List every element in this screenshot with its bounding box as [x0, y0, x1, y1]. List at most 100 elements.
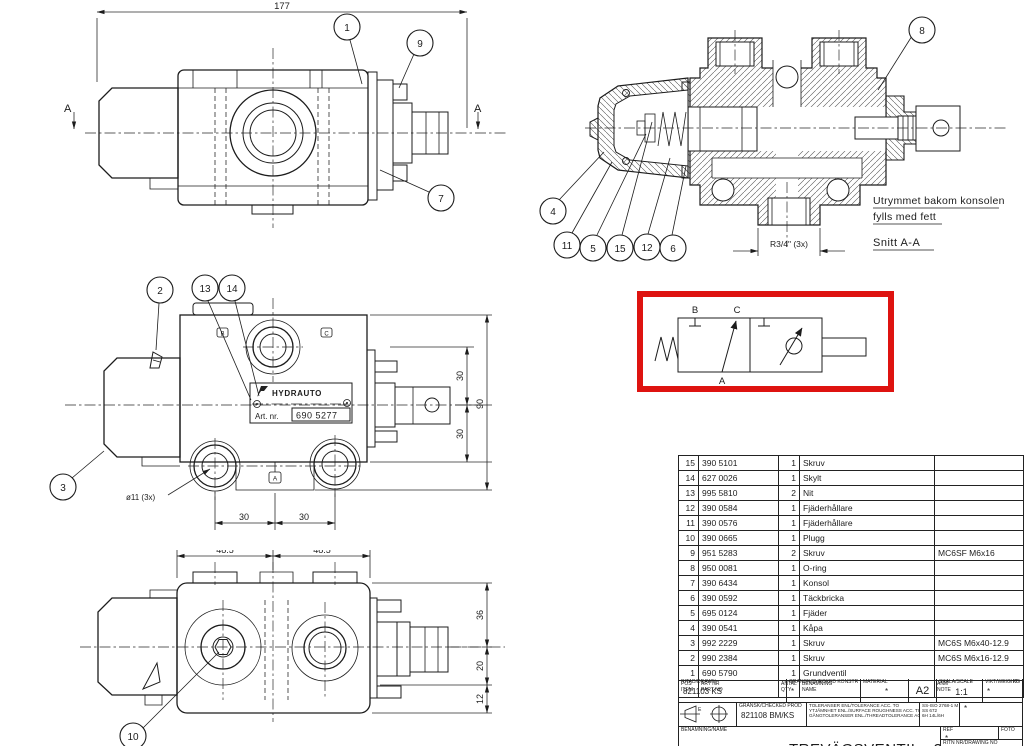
parts-cell-qty: 1	[778, 590, 800, 606]
parts-cell-pos: 11	[678, 515, 699, 531]
parts-cell-qty: 1	[778, 530, 800, 546]
drawing-name-cell: BENÄMNING/NAME TREVÄGSVENTIL 3/2	[679, 727, 941, 746]
grease-note-line1: Utrymmet bakom konsolen	[873, 195, 1005, 207]
parts-cell-pos: 13	[678, 485, 699, 501]
weight-cell: VIKT/WEIGHT KG *	[983, 679, 1022, 703]
hydraulic-schematic: B C A	[654, 305, 867, 386]
scale-cell: SKALA/SCALE 1:1	[937, 679, 983, 703]
svg-text:5: 5	[590, 244, 596, 255]
tolerance-ref-cell: *	[960, 703, 1022, 727]
dim-177: 177	[274, 1, 290, 12]
ref-foto-stack: REF * FOTO RITN NR/DRAWING NO	[941, 727, 1022, 746]
svg-text:14: 14	[226, 284, 238, 295]
dim-485-left: 48.5	[216, 550, 234, 555]
parts-cell-note	[934, 590, 1024, 606]
nameplate-brand: HYDRAUTO	[272, 389, 322, 398]
valve-symbol: B C A	[654, 305, 867, 386]
parts-cell-art: 627 0026	[698, 470, 779, 486]
tolerance-ref-value: *	[964, 704, 968, 713]
drawing-name: TREVÄGSVENTIL 3/2	[789, 741, 940, 746]
format-value: A2	[915, 685, 930, 697]
parts-cell-qty: 1	[778, 560, 800, 576]
parts-cell-art: 390 0584	[698, 500, 779, 516]
parts-cell-qty: 1	[778, 605, 800, 621]
parts-cell-pos: 9	[678, 545, 699, 561]
balloon-1: 1	[333, 13, 361, 41]
material-cell: MATERIAL *	[861, 679, 909, 703]
front-view-nameplate: HYDRAUTO Art. nr. 690 5277	[249, 382, 353, 424]
parts-cell-art: 990 2384	[698, 650, 779, 666]
balloon-9: 9	[406, 29, 434, 57]
parts-cell-pos: 2	[678, 650, 699, 666]
parts-cell-pos: 15	[678, 455, 699, 471]
drawing-no-label: RITN NR/DRAWING NO	[943, 740, 998, 746]
checked-prod-value: 821108 BM/KS	[741, 710, 795, 720]
svg-text:3: 3	[60, 483, 66, 494]
standard-line1: SS-ISO 2768-1 M	[922, 703, 959, 708]
balloon-6: 6	[659, 234, 687, 262]
svg-text:11: 11	[562, 241, 573, 252]
svg-text:1: 1	[344, 23, 350, 34]
dim-30-bottom: 30	[455, 429, 465, 439]
parts-cell-pos: 5	[678, 605, 699, 621]
parts-cell-qty: 1	[778, 620, 800, 636]
tolerance-line2: YTJÄMNHET ENL./SURFACE ROUGHNESS ACC. TO	[809, 708, 920, 714]
title-block: RITAD/DRAWN 821103 KS GRANSK/CHECKED KON…	[678, 679, 1023, 746]
parts-cell-pos: 14	[678, 470, 699, 486]
balloon-4: 4	[539, 197, 567, 225]
weight-label: VIKT/WEIGHT	[985, 679, 1018, 685]
schematic-port-a: A	[719, 376, 726, 386]
standard-line3: 6H 14L/6H	[922, 713, 944, 719]
parts-cell-note	[934, 500, 1024, 516]
projection-symbol: E	[680, 705, 728, 723]
svg-text:6: 6	[670, 244, 676, 255]
balloon-3: 3	[49, 473, 77, 501]
checked-konstr-label: GRANSK/CHECKED KONSTR	[789, 679, 859, 685]
section-view-drawing: R3/4" (3x) Utrymmet bakom konsolen fylls…	[539, 16, 1008, 262]
svg-text:2: 2	[157, 286, 163, 297]
parts-cell-name: O-ring	[799, 560, 935, 576]
balloon-2: 2	[146, 276, 174, 304]
front-view-body: B C A	[103, 302, 451, 492]
parts-cell-name: Nit	[799, 485, 935, 501]
front-view-drawing: B C A HYDRAUTO Art. nr.	[49, 274, 492, 530]
parts-cell-art: 390 6434	[698, 575, 779, 591]
weight-unit: KG	[1012, 679, 1020, 685]
bottom-view-dimensions: 48.5 48.5 36 20 12	[176, 550, 492, 714]
balloon-12: 12	[633, 233, 661, 261]
checked-prod-cell: GRANSK/CHECKED PROD 821108 BM/KS	[737, 703, 807, 727]
parts-cell-qty: 2	[778, 485, 800, 501]
checked-prod-label: GRANSK/CHECKED PROD	[739, 703, 802, 709]
bottom-view-drawing: 48.5 48.5 36 20 12 1	[80, 550, 505, 746]
parts-cell-name: Fjäderhållare	[799, 515, 935, 531]
dim-36: 36	[475, 610, 485, 620]
parts-cell-art: 950 0081	[698, 560, 779, 576]
schematic-highlight-box: B C A	[637, 291, 894, 392]
parts-cell-name: Konsol	[799, 575, 935, 591]
parts-cell-art: 390 0576	[698, 515, 779, 531]
grease-note-line2: fylls med fett	[873, 211, 936, 223]
parts-cell-note	[934, 470, 1024, 486]
scale-value: 1:1	[955, 686, 968, 697]
parts-cell-pos: 10	[678, 530, 699, 546]
parts-cell-name: Skruv	[799, 635, 935, 651]
section-title: Snitt A-A	[873, 237, 920, 249]
svg-text:8: 8	[919, 26, 925, 37]
dim-485-right: 48.5	[313, 550, 331, 555]
parts-cell-note	[934, 515, 1024, 531]
section-view-dimensions: R3/4" (3x)	[733, 228, 845, 256]
front-view-centerlines	[65, 298, 478, 500]
parts-cell-art: 995 5810	[698, 485, 779, 501]
material-label: MATERIAL	[863, 679, 888, 685]
